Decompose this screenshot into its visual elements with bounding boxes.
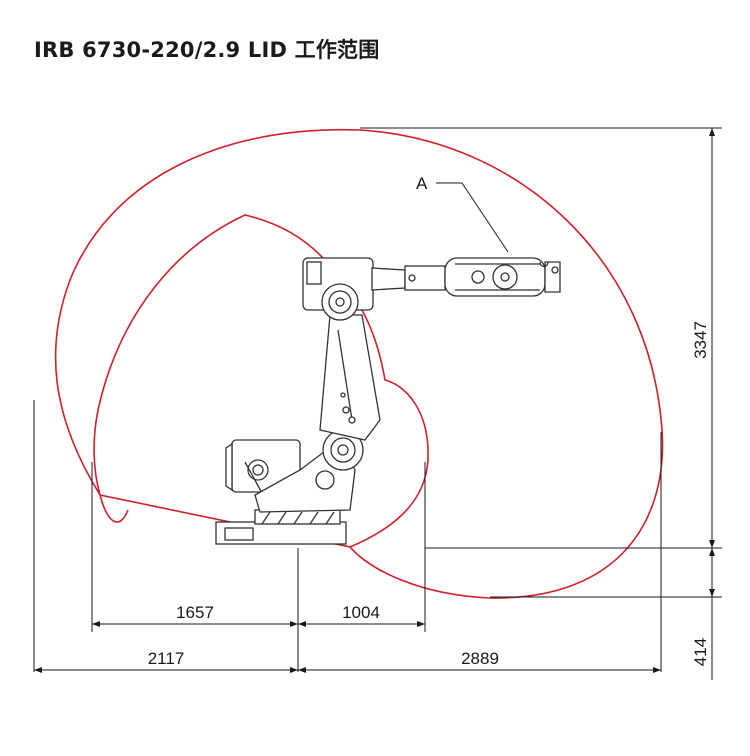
dim-reach-outer-right: 2889 (461, 649, 499, 668)
dimension-lines (33, 127, 722, 680)
dim-height-bottom: 414 (691, 638, 710, 666)
dim-reach-inner-left: 1657 (176, 603, 214, 622)
dim-reach-inner-right: 1004 (342, 603, 380, 622)
dim-reach-outer-left: 2117 (148, 649, 185, 668)
point-a-label: A (416, 174, 428, 193)
robot-illustration (215, 257, 561, 545)
dim-height-top: 3347 (691, 321, 710, 359)
working-range-envelope (54, 128, 664, 599)
diagram-title: IRB 6730-220/2.9 LID 工作范围 (34, 38, 380, 62)
outer-boundary (54, 128, 664, 599)
dimension-arrows (34, 128, 715, 673)
